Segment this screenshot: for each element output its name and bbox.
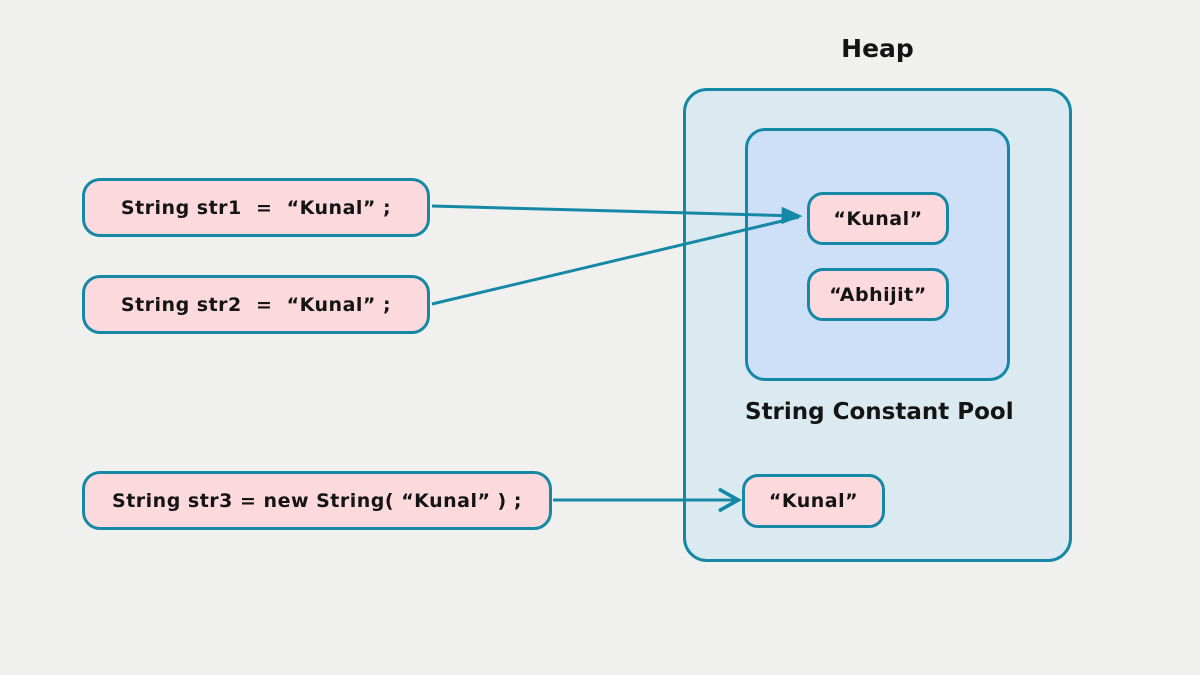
string-constant-pool-title: String Constant Pool [745,399,1014,425]
pool-entry-kunal-label: “Kunal” [833,207,923,230]
code-box-str2-label: String str2 = “Kunal” ; [120,293,392,316]
pool-entry-abhijit-label: “Abhijit” [829,283,927,306]
code-box-str2: String str2 = “Kunal” ; [82,275,430,334]
heap-title: Heap [841,34,914,63]
pool-entry-abhijit: “Abhijit” [807,268,949,321]
pool-entry-kunal: “Kunal” [807,192,949,245]
heap-entry-kunal: “Kunal” [742,474,885,528]
code-box-str1-label: String str1 = “Kunal” ; [120,196,392,219]
code-box-str1: String str1 = “Kunal” ; [82,178,430,237]
code-box-str3-label: String str3 = new String( “Kunal” ) ; [112,489,522,512]
heap-container: “Kunal” “Abhijit” String Constant Pool “… [683,88,1072,562]
string-constant-pool-container: “Kunal” “Abhijit” [745,128,1010,381]
code-box-str3: String str3 = new String( “Kunal” ) ; [82,471,552,530]
heap-entry-kunal-label: “Kunal” [768,490,859,512]
